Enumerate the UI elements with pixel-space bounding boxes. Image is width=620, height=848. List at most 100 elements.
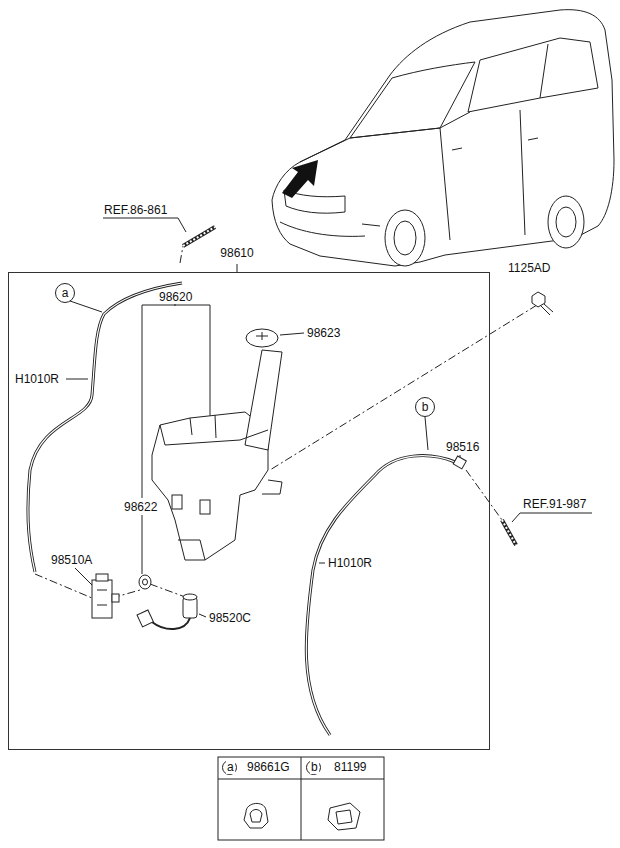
part-number: H1010R bbox=[327, 556, 373, 570]
table-part-number: 81199 bbox=[333, 760, 367, 774]
leader-lines bbox=[199, 614, 206, 617]
vehicle-figure bbox=[272, 10, 614, 266]
callout-letter: b bbox=[422, 400, 429, 414]
assembly-lines bbox=[180, 246, 183, 263]
leader-lines bbox=[319, 563, 325, 564]
fitting bbox=[453, 456, 466, 469]
location-arrow bbox=[282, 160, 318, 198]
parts-table bbox=[218, 757, 384, 840]
washer-pump bbox=[112, 594, 119, 602]
part-number: H1010R bbox=[14, 372, 60, 386]
clip-icons bbox=[336, 810, 352, 824]
assembly-lines bbox=[270, 305, 537, 470]
washer-pump bbox=[96, 574, 108, 581]
reference-number: REF.91-987 bbox=[522, 497, 587, 511]
level-sensor bbox=[137, 594, 197, 629]
clip-icons bbox=[244, 803, 360, 830]
level-sensor bbox=[137, 610, 153, 627]
assembly-frame: 98610ab bbox=[8, 272, 490, 750]
vehicle-figure bbox=[272, 10, 614, 266]
vehicle-figure bbox=[468, 38, 598, 112]
hose bbox=[306, 456, 455, 735]
vehicle-figure bbox=[362, 224, 380, 226]
hose bbox=[28, 283, 455, 735]
part-number: 98620 bbox=[158, 290, 193, 304]
leader-lines bbox=[175, 304, 176, 306]
washer-reservoir bbox=[152, 329, 282, 560]
leader-lines bbox=[75, 568, 92, 585]
callout-circle: b bbox=[415, 397, 435, 417]
grommet bbox=[139, 575, 151, 589]
part-number: 98520C bbox=[208, 611, 252, 625]
leader-lines bbox=[103, 218, 186, 232]
part-number: 98622 bbox=[123, 500, 158, 514]
clip-icons bbox=[250, 810, 262, 823]
part-number: 1125AD bbox=[507, 261, 551, 275]
fitting bbox=[453, 456, 466, 469]
part-number: 98510A bbox=[50, 553, 93, 567]
ref-tubes bbox=[183, 227, 215, 246]
ref-tubes bbox=[502, 520, 516, 545]
vehicle-figure bbox=[385, 210, 425, 266]
leader-lines bbox=[70, 301, 102, 312]
level-sensor bbox=[152, 618, 190, 629]
hose bbox=[306, 456, 455, 735]
callout-circle: a bbox=[55, 283, 75, 303]
washer-reservoir bbox=[256, 332, 268, 340]
washer-reservoir bbox=[178, 540, 205, 560]
vehicle-figure bbox=[528, 138, 538, 140]
washer-pump bbox=[92, 580, 112, 618]
parts-table bbox=[218, 757, 384, 840]
table-part-number: 98661G bbox=[246, 760, 291, 774]
assembly-lines bbox=[35, 574, 92, 598]
parts-table bbox=[218, 757, 384, 840]
vehicle-figure bbox=[540, 44, 548, 98]
vehicle-figure bbox=[280, 222, 365, 236]
washer-pump bbox=[92, 574, 119, 618]
washer-pump bbox=[97, 590, 107, 605]
vehicle-figure bbox=[556, 207, 576, 237]
level-sensor bbox=[183, 594, 197, 600]
washer-reservoir bbox=[160, 425, 268, 445]
vehicle-figure bbox=[350, 62, 475, 138]
assembly-lines bbox=[35, 246, 537, 598]
washer-reservoir bbox=[172, 495, 182, 509]
bolt bbox=[532, 292, 553, 315]
leader-lines bbox=[425, 417, 428, 450]
vehicle-figure bbox=[520, 110, 525, 235]
vehicle-figure bbox=[394, 221, 416, 255]
assembly-number: 98610 bbox=[218, 246, 255, 260]
leader-lines bbox=[512, 513, 592, 522]
table-key: a bbox=[226, 760, 235, 774]
assembly-lines bbox=[466, 470, 502, 520]
vehicle-figure bbox=[452, 148, 462, 150]
part-number: 98516 bbox=[445, 440, 480, 454]
vehicle-figure bbox=[440, 128, 450, 240]
washer-reservoir bbox=[200, 500, 210, 514]
clip-icons bbox=[244, 803, 268, 828]
parts-table bbox=[223, 761, 237, 775]
leader-lines bbox=[280, 333, 304, 335]
washer-reservoir bbox=[246, 329, 278, 347]
ref-tubes bbox=[183, 227, 215, 246]
grommet bbox=[143, 579, 148, 585]
leader-lines bbox=[66, 218, 592, 617]
vehicle-figure bbox=[548, 196, 584, 248]
clip-icons bbox=[328, 803, 360, 830]
vehicle-figure bbox=[300, 112, 470, 162]
reference-number: REF.86-861 bbox=[103, 203, 168, 217]
washer-reservoir bbox=[245, 350, 282, 450]
ref-tubes bbox=[502, 520, 516, 545]
table-key: b bbox=[310, 760, 319, 774]
leader-lines bbox=[66, 379, 88, 380]
bolt bbox=[532, 292, 545, 307]
part-number: 98623 bbox=[306, 326, 341, 340]
parts-table bbox=[307, 761, 321, 775]
callout-letter: a bbox=[62, 286, 69, 300]
washer-reservoir bbox=[190, 415, 216, 438]
washer-reservoir bbox=[262, 480, 282, 494]
